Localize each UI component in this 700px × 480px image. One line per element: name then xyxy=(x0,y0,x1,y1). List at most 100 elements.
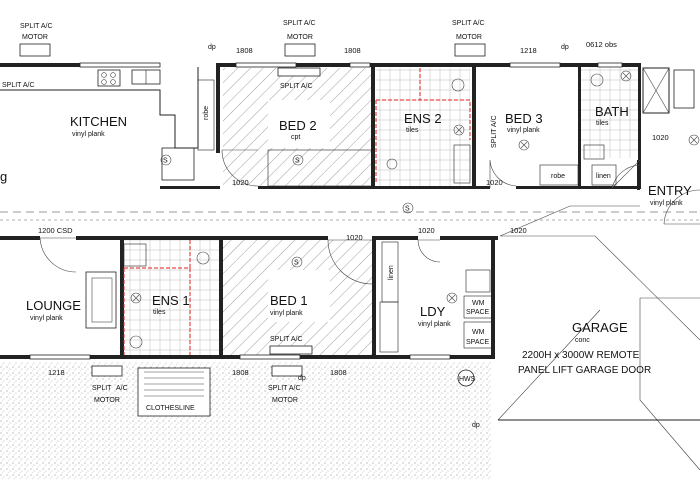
wall-upper-bottom-a xyxy=(160,186,220,189)
bathroom-tiles xyxy=(580,68,640,158)
wm-space-2-line2: SPACE xyxy=(466,339,490,346)
motor-box-top-3 xyxy=(454,43,486,57)
motor-box-top-1 xyxy=(19,43,51,57)
dp-label-bottom-2: dp xyxy=(472,422,480,429)
wm-space-1 xyxy=(463,295,493,319)
smoke-alarm xyxy=(160,154,172,166)
fixtures: robe robe linen linen xyxy=(0,43,700,471)
doors xyxy=(39,149,700,285)
garage-door-line1: 2200H x 3000W REMOTE xyxy=(522,350,640,361)
window-kitchen xyxy=(79,62,161,68)
wall-entry-right xyxy=(637,160,640,190)
split-ac-bed3-label: SPLIT A/C xyxy=(491,115,498,148)
exhaust-fan xyxy=(446,292,458,304)
exhaust-fan xyxy=(453,124,465,136)
bed1-name: BED 1 xyxy=(270,293,308,308)
exterior-window-right xyxy=(673,69,695,109)
bath-shower xyxy=(642,67,670,114)
robe-kitchen-label: robe xyxy=(203,106,210,120)
ens2-finish: tiles xyxy=(406,127,419,134)
hws-label: HWS xyxy=(459,376,476,383)
split-ac-bottom-2: SPLIT A/C xyxy=(268,385,301,392)
bed2-wardrobe xyxy=(267,149,373,187)
door-bed2 xyxy=(221,149,259,187)
cooktop xyxy=(97,69,121,87)
exhaust-fan-cross xyxy=(448,294,456,302)
exhaust-fan-cross xyxy=(520,141,528,149)
robe-bed3 xyxy=(539,164,579,186)
ens2-vanity-basin xyxy=(386,158,398,170)
dim-1218-top: 1218 xyxy=(520,46,537,55)
smoke-alarm-label: S xyxy=(294,260,299,267)
motor-box-bottom-2 xyxy=(271,365,303,377)
window-bed1 xyxy=(239,354,301,360)
exhaust-fan-cross xyxy=(132,294,140,302)
dp-label-top-2: dp xyxy=(561,44,569,51)
ens1-basin xyxy=(129,335,143,349)
wall-lower-top-a xyxy=(0,236,40,240)
ldy-finish: vinyl plank xyxy=(418,321,451,328)
lounge-finish: vinyl plank xyxy=(30,315,63,322)
bed2-split-ac-unit xyxy=(277,67,321,77)
dim-1020-hall-3: 1020 xyxy=(510,226,527,235)
motor-label-top-1: MOTOR xyxy=(22,34,48,41)
wall-bed2-ens2 xyxy=(371,63,375,189)
garage-name: GARAGE xyxy=(572,320,628,335)
bed2-name: BED 2 xyxy=(279,118,317,133)
ens1-finish: tiles xyxy=(153,309,166,316)
bed3-name: BED 3 xyxy=(505,111,543,126)
exhaust-fan xyxy=(620,70,632,82)
dim-1020-hall-1: 1020 xyxy=(346,233,363,242)
wall-ens2-bed3 xyxy=(472,63,476,189)
window-ldy xyxy=(409,354,451,360)
ens1-name: ENS 1 xyxy=(152,293,190,308)
split-ac-bottom-1-a: SPLIT xyxy=(92,385,112,392)
ens2-shower-screen xyxy=(375,68,471,184)
ens2-vanity xyxy=(453,144,471,184)
bed1-clear-floor xyxy=(268,270,330,322)
bath-shower-cross xyxy=(642,67,670,114)
ac-label-top-3: SPLIT A/C xyxy=(452,20,485,27)
exhaust-fans xyxy=(130,70,700,304)
clothesline-label: CLOTHESLINE xyxy=(146,405,195,412)
hotplate xyxy=(110,79,116,85)
dim-1200-csd: 1200 CSD xyxy=(38,226,73,235)
wall-bed1-hall xyxy=(372,236,376,359)
robe-bed1 xyxy=(379,301,399,353)
wall-upper-top-b xyxy=(216,63,640,67)
smoke-alarm-label: S xyxy=(163,158,168,165)
dim-1020-kitchen: 1020 xyxy=(232,178,249,187)
smoke-alarm-label: S xyxy=(405,206,410,213)
robe-bed3-label: robe xyxy=(551,173,565,180)
dim-1808-top-1: 1808 xyxy=(236,46,253,55)
clothesline-rails xyxy=(144,371,204,397)
entry-name: ENTRY xyxy=(648,183,692,198)
wm-space-1-line1: WM xyxy=(472,300,485,307)
garage-door-line2: PANEL LIFT GARAGE DOOR xyxy=(518,365,651,376)
ens1-toilet xyxy=(196,251,210,265)
laundry-trough xyxy=(465,269,491,293)
exhaust-fan-cross xyxy=(690,136,698,144)
window-lounge xyxy=(29,354,91,360)
floor-finishes xyxy=(0,68,640,480)
bed1-finish: vinyl plank xyxy=(270,310,303,317)
wm-space-1-line2: SPACE xyxy=(466,309,490,316)
exhaust-fan xyxy=(688,134,700,146)
ac-label-top-1: SPLIT A/C xyxy=(20,23,53,30)
wall-bed3-bath xyxy=(578,63,581,189)
dim-0612-obs: 0612 obs xyxy=(586,40,617,49)
bath-toilet xyxy=(590,73,604,87)
door-entry xyxy=(663,189,700,225)
wall-lower-top-d xyxy=(440,236,498,240)
window-bed2 xyxy=(235,62,297,68)
garage-finish: conc xyxy=(575,337,590,344)
smoke-alarm xyxy=(402,202,414,214)
kitchen-partial-label: g xyxy=(0,169,7,184)
door-lounge xyxy=(39,237,77,273)
motor-label-bottom-2: MOTOR xyxy=(272,397,298,404)
wall-lounge-ens1 xyxy=(120,236,124,359)
split-ac-bottom-1-b: A/C xyxy=(116,385,128,392)
garage-roof-hip xyxy=(639,297,700,471)
bed2-finish: cpt xyxy=(291,134,300,141)
